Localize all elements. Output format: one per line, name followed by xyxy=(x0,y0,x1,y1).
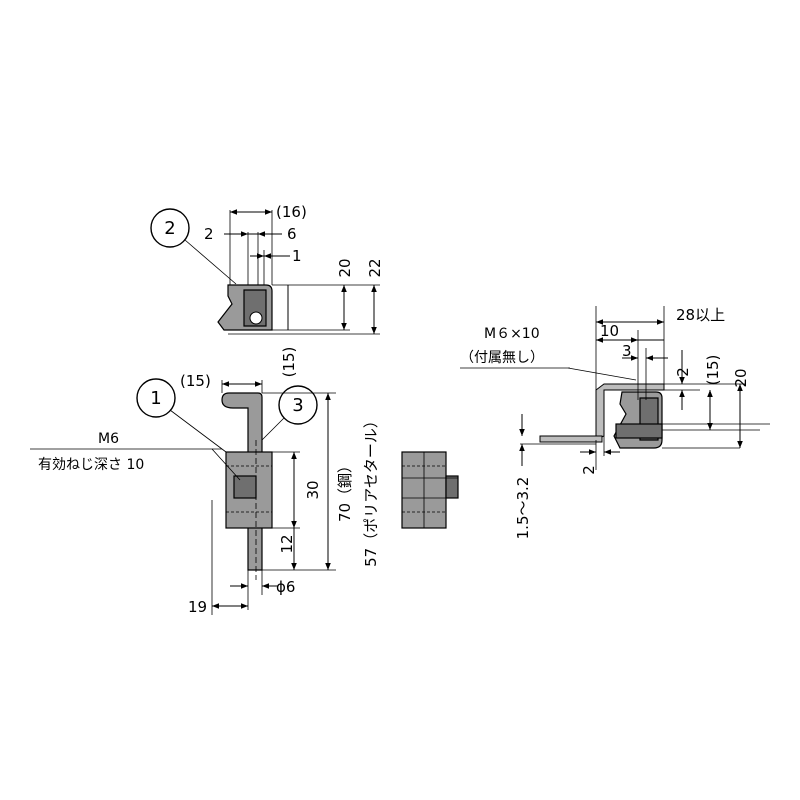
panel-door xyxy=(539,435,603,443)
dim-3-label: 3 xyxy=(622,342,632,360)
dim-15-top-label: (15) xyxy=(180,372,211,390)
dim-2-bottom-label: 2 xyxy=(580,465,598,475)
side-view xyxy=(401,451,459,529)
callout-3-label: 3 xyxy=(292,395,303,416)
screw-label: M６×10 xyxy=(484,326,540,342)
install-view: M６×10 （付属無し） 28以上 10 3 2 xyxy=(460,306,770,539)
dim-10-label: 10 xyxy=(600,322,619,340)
len-steel-label: 70（鋼） xyxy=(336,458,354,522)
callout-1-label: 1 xyxy=(150,388,161,409)
dim-12-label: 12 xyxy=(278,534,296,553)
dim-28-label: 28以上 xyxy=(676,306,725,324)
dim-22-label: 22 xyxy=(366,258,384,277)
side-pin-stub xyxy=(445,475,459,499)
block-1-thread xyxy=(233,475,257,499)
dim-6-label: 6 xyxy=(287,225,297,243)
dim-20-label: 20 xyxy=(336,258,354,277)
dim-16-label: (16) xyxy=(276,203,307,221)
len-poly-label: 57（ポリアセタール） xyxy=(362,413,380,567)
screw-leader-diag xyxy=(567,367,637,381)
part-1-view: 1 3 M6 有効ねじ深さ 10 (15) 30 12 xyxy=(30,372,380,616)
callout-1-leader xyxy=(169,409,227,453)
part-2-view: 2 (16) 2 6 1 20 22 xyxy=(150,203,384,378)
dim-15-install-label: (15) xyxy=(704,355,722,386)
phi6-label: ϕ6 xyxy=(276,578,295,596)
dim-30-label: 30 xyxy=(304,480,322,499)
callout-circle-2 xyxy=(150,208,190,248)
m6-label: M6 xyxy=(98,431,119,447)
callout-circle-3 xyxy=(278,385,318,425)
m6-leader-diag xyxy=(211,448,241,481)
installed-pin xyxy=(615,423,663,439)
dim-2-top-label: 2 xyxy=(674,367,692,377)
screw-note: （付属無し） xyxy=(460,350,544,366)
callout-3-leader xyxy=(261,417,285,441)
dim-15-side-label: (15) xyxy=(280,347,298,378)
thickness-label: 1.5〜3.2 xyxy=(514,477,532,540)
dim-2-label: 2 xyxy=(204,225,214,243)
callout-circle-1 xyxy=(136,378,176,418)
callout-2-label: 2 xyxy=(164,218,175,239)
callout-2-leader xyxy=(184,239,237,285)
dim-1-label: 1 xyxy=(292,247,302,265)
part-2-hole xyxy=(249,311,263,325)
dim-19-label: 19 xyxy=(188,598,207,616)
thread-depth-label: 有効ねじ深さ 10 xyxy=(38,457,144,473)
dim-20-install-label: 20 xyxy=(732,368,750,387)
